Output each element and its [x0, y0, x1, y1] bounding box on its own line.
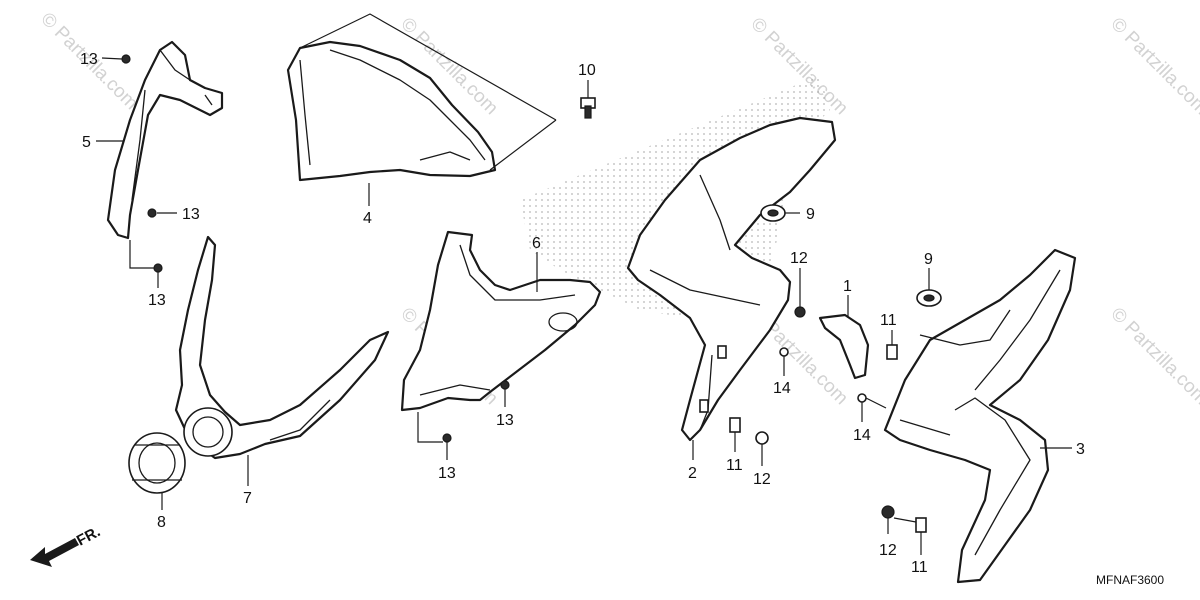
callout-14: 14 — [853, 427, 871, 444]
part-5-bracket[interactable] — [106, 40, 224, 240]
callout-4: 4 — [363, 210, 372, 227]
callout-11: 11 — [726, 457, 743, 474]
clip-11-c[interactable] — [915, 517, 927, 533]
screw-12-b[interactable] — [755, 431, 769, 445]
callout-8: 8 — [157, 514, 166, 531]
leader-lines — [96, 13, 1072, 555]
part-3-outer-panel[interactable] — [883, 248, 1077, 584]
callout-14: 14 — [773, 380, 791, 397]
callout-13: 13 — [182, 206, 200, 223]
part-8-headlight-ring[interactable] — [128, 432, 186, 494]
part-1-cover[interactable] — [818, 313, 870, 380]
callout-7: 7 — [243, 490, 252, 507]
screw-14-a[interactable] — [779, 347, 789, 357]
grommet-9-a[interactable] — [760, 204, 786, 222]
clip-11-b[interactable] — [729, 417, 741, 433]
grommet-9-b[interactable] — [916, 289, 942, 307]
callouts: 13 5 13 13 4 10 7 8 6 13 13 2 9 12 1 14 … — [80, 51, 1085, 576]
callout-10: 10 — [578, 62, 596, 79]
callout-9: 9 — [924, 251, 933, 268]
bolt-13-top[interactable] — [121, 54, 131, 64]
diagram-code: MFNAF3600 — [1096, 573, 1164, 587]
bolt-13-low[interactable] — [153, 263, 163, 273]
direction-label: FR. — [74, 523, 103, 549]
callout-13: 13 — [496, 412, 514, 429]
callout-12: 12 — [879, 542, 897, 559]
screw-14-b[interactable] — [857, 393, 867, 403]
arrow-icon — [30, 538, 79, 567]
callout-9: 9 — [806, 206, 815, 223]
part-6-inner-panel[interactable] — [400, 230, 602, 412]
watermark: © Partzilla.com — [1106, 304, 1200, 409]
screw-10[interactable] — [580, 97, 596, 119]
part-7-headlight-frame[interactable] — [174, 235, 390, 460]
clip-11-a[interactable] — [886, 344, 898, 360]
callout-11: 11 — [880, 312, 897, 329]
callout-11: 11 — [911, 559, 928, 576]
callout-13: 13 — [80, 51, 98, 68]
callout-12: 12 — [790, 250, 808, 267]
callout-2: 2 — [688, 465, 697, 482]
front-direction-arrow: FR. — [30, 523, 103, 567]
callout-13: 13 — [148, 292, 166, 309]
part-4-windscreen[interactable] — [286, 40, 497, 182]
callout-13: 13 — [438, 465, 456, 482]
screw-12-a[interactable] — [794, 306, 806, 318]
callout-12: 12 — [753, 471, 771, 488]
bolt-13-p6a[interactable] — [500, 380, 510, 390]
callout-1: 1 — [843, 278, 852, 295]
callout-5: 5 — [82, 134, 91, 151]
bolt-13-p6b[interactable] — [442, 433, 452, 443]
watermark: © Partzilla.com — [1106, 14, 1200, 119]
callout-6: 6 — [532, 235, 541, 252]
screw-12-c[interactable] — [881, 505, 895, 519]
bolt-13-mid[interactable] — [147, 208, 157, 218]
callout-3: 3 — [1076, 441, 1085, 458]
